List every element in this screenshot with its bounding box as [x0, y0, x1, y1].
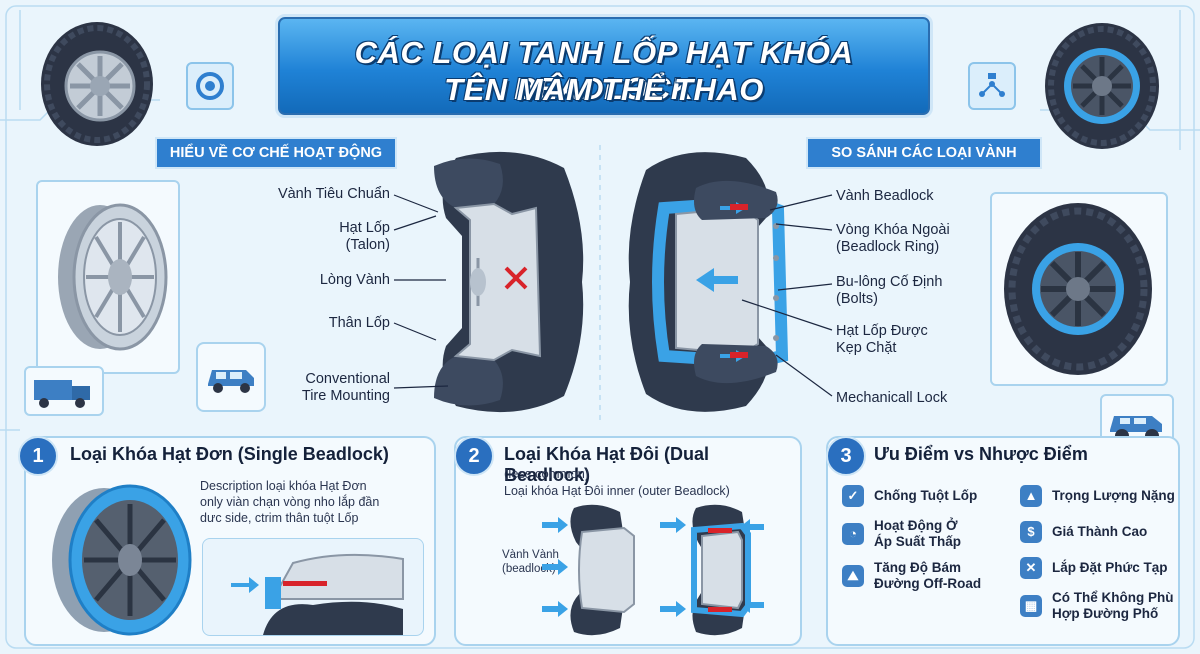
standard-rim-card — [36, 180, 180, 374]
panel-2-title: Loại Khóa Hạt Đôi (Dual Beadlock) — [504, 444, 710, 485]
tools-icon: ✕ — [1020, 557, 1042, 579]
panel-2-number: 2 — [454, 436, 494, 476]
disadvantage-item: ▲ Trọng Lượng Nặng — [1020, 485, 1178, 507]
disadvantages-list: ▲ Trọng Lượng Nặng $ Giá Thành Cao ✕ Lắp… — [1020, 485, 1178, 622]
advantages-list: ✓ Chống Tuột Lốp ◔ Hoạt Động Ở Áp Suất T… — [842, 485, 1012, 592]
panel-1-title: Loại Khóa Hạt Đơn (Single Beadlock) — [70, 444, 389, 464]
suv-icon — [196, 342, 266, 412]
label-rim-well: Lòng Vành — [319, 272, 390, 288]
label-mechanical-lock: Mechanicall Lock — [836, 390, 948, 406]
label-beadlock-ring: Vòng Khóa Ngoài (Beadlock Ring) — [836, 222, 950, 255]
conventional-cross-section — [434, 151, 584, 413]
dollar-icon: $ — [1020, 521, 1042, 543]
single-beadlock-wheel-image — [52, 484, 192, 636]
dual-beadlock-diagrams — [542, 504, 764, 636]
beadlock-wheel-image — [1004, 203, 1152, 375]
single-beadlock-panel: 1 Loại Khóa Hạt Đơn (Single Beadlock) De… — [18, 436, 436, 646]
standard-rim-image — [58, 203, 168, 351]
gear-target-icon — [186, 62, 234, 110]
right-leader-lines — [741, 194, 833, 397]
beadlock-wheel-card — [990, 192, 1168, 386]
title-line-1: CÁC LOẠI TANH LỐP HẠT KHÓA BEADLOCK — [354, 35, 854, 106]
gauge-icon: ◔ — [842, 523, 864, 545]
disadvantage-item: $ Giá Thành Cao — [1020, 521, 1178, 543]
label-beadlock-rim: Vành Beadlock — [836, 188, 934, 204]
dual-beadlock-panel: 2 Loại Khóa Hạt Đôi (Dual Beadlock) (les… — [454, 436, 802, 646]
advantage-item: ✓ Chống Tuột Lốp — [842, 485, 1012, 507]
beadlock-cross-section — [628, 152, 789, 412]
left-section-heading: HIỂU VỀ CƠ CHẾ HOẠT ĐỘNG — [155, 137, 397, 169]
single-beadlock-detail-box — [202, 538, 424, 636]
pros-cons-panel: 3 Ưu Điểm vs Nhược Điểm ✓ Chống Tuột Lốp… — [826, 436, 1180, 646]
network-icon — [968, 62, 1016, 110]
disadvantage-item: ▦ Có Thể Không Phù Hợp Đường Phố — [1020, 590, 1178, 622]
label-bead-talon: Hạt Lốp (Talon) — [339, 220, 390, 253]
panel-3-number: 3 — [826, 436, 866, 476]
panel-1-description: Description loại khóa Hạt Đơn only viàn … — [200, 479, 380, 525]
panel-1-number: 1 — [18, 436, 58, 476]
left-leader-lines — [393, 194, 449, 389]
right-section-heading: SO SÁNH CÁC LOẠI VÀNH — [806, 137, 1042, 169]
traction-icon: ⛰ — [842, 565, 864, 587]
truck-icon — [24, 366, 104, 416]
advantage-item: ⛰ Tăng Độ Bám Đường Off-Road — [842, 560, 1012, 592]
label-conventional-mounting: Conventional Tire Mounting — [301, 371, 390, 404]
road-icon: ▦ — [1020, 595, 1042, 617]
title-banner: CÁC LOẠI TANH LỐP HẠT KHÓA BEADLOCK TÊN … — [275, 14, 933, 118]
label-bolts: Bu-lông Cố Định (Bolts) — [836, 274, 943, 307]
check-icon: ✓ — [842, 485, 864, 507]
panel-3-title: Ưu Điểm vs Nhược Điểm — [874, 444, 1088, 464]
beadlock-tire-image-right — [1045, 23, 1159, 149]
disadvantage-item: ✕ Lắp Đặt Phức Tạp — [1020, 557, 1178, 579]
label-bead-clamped: Hạt Lốp Được Kẹp Chặt — [836, 323, 928, 356]
offroad-tire-image-left — [41, 22, 153, 146]
panel-2-subtitle: (less common) — [504, 466, 590, 481]
advantage-item: ◔ Hoạt Động Ở Áp Suất Thấp — [842, 518, 1012, 550]
label-standard-rim: Vành Tiêu Chuẩn — [277, 186, 390, 202]
weight-icon: ▲ — [1020, 485, 1042, 507]
single-beadlock-detail-image — [231, 553, 404, 635]
title-line-2: TÊN MÂM THỂ THAO — [444, 72, 764, 107]
panel-2-description: Loại khóa Hạt Đôi inner (outer Beadlock) — [504, 484, 730, 498]
label-tire-body: Thân Lốp — [328, 315, 390, 331]
